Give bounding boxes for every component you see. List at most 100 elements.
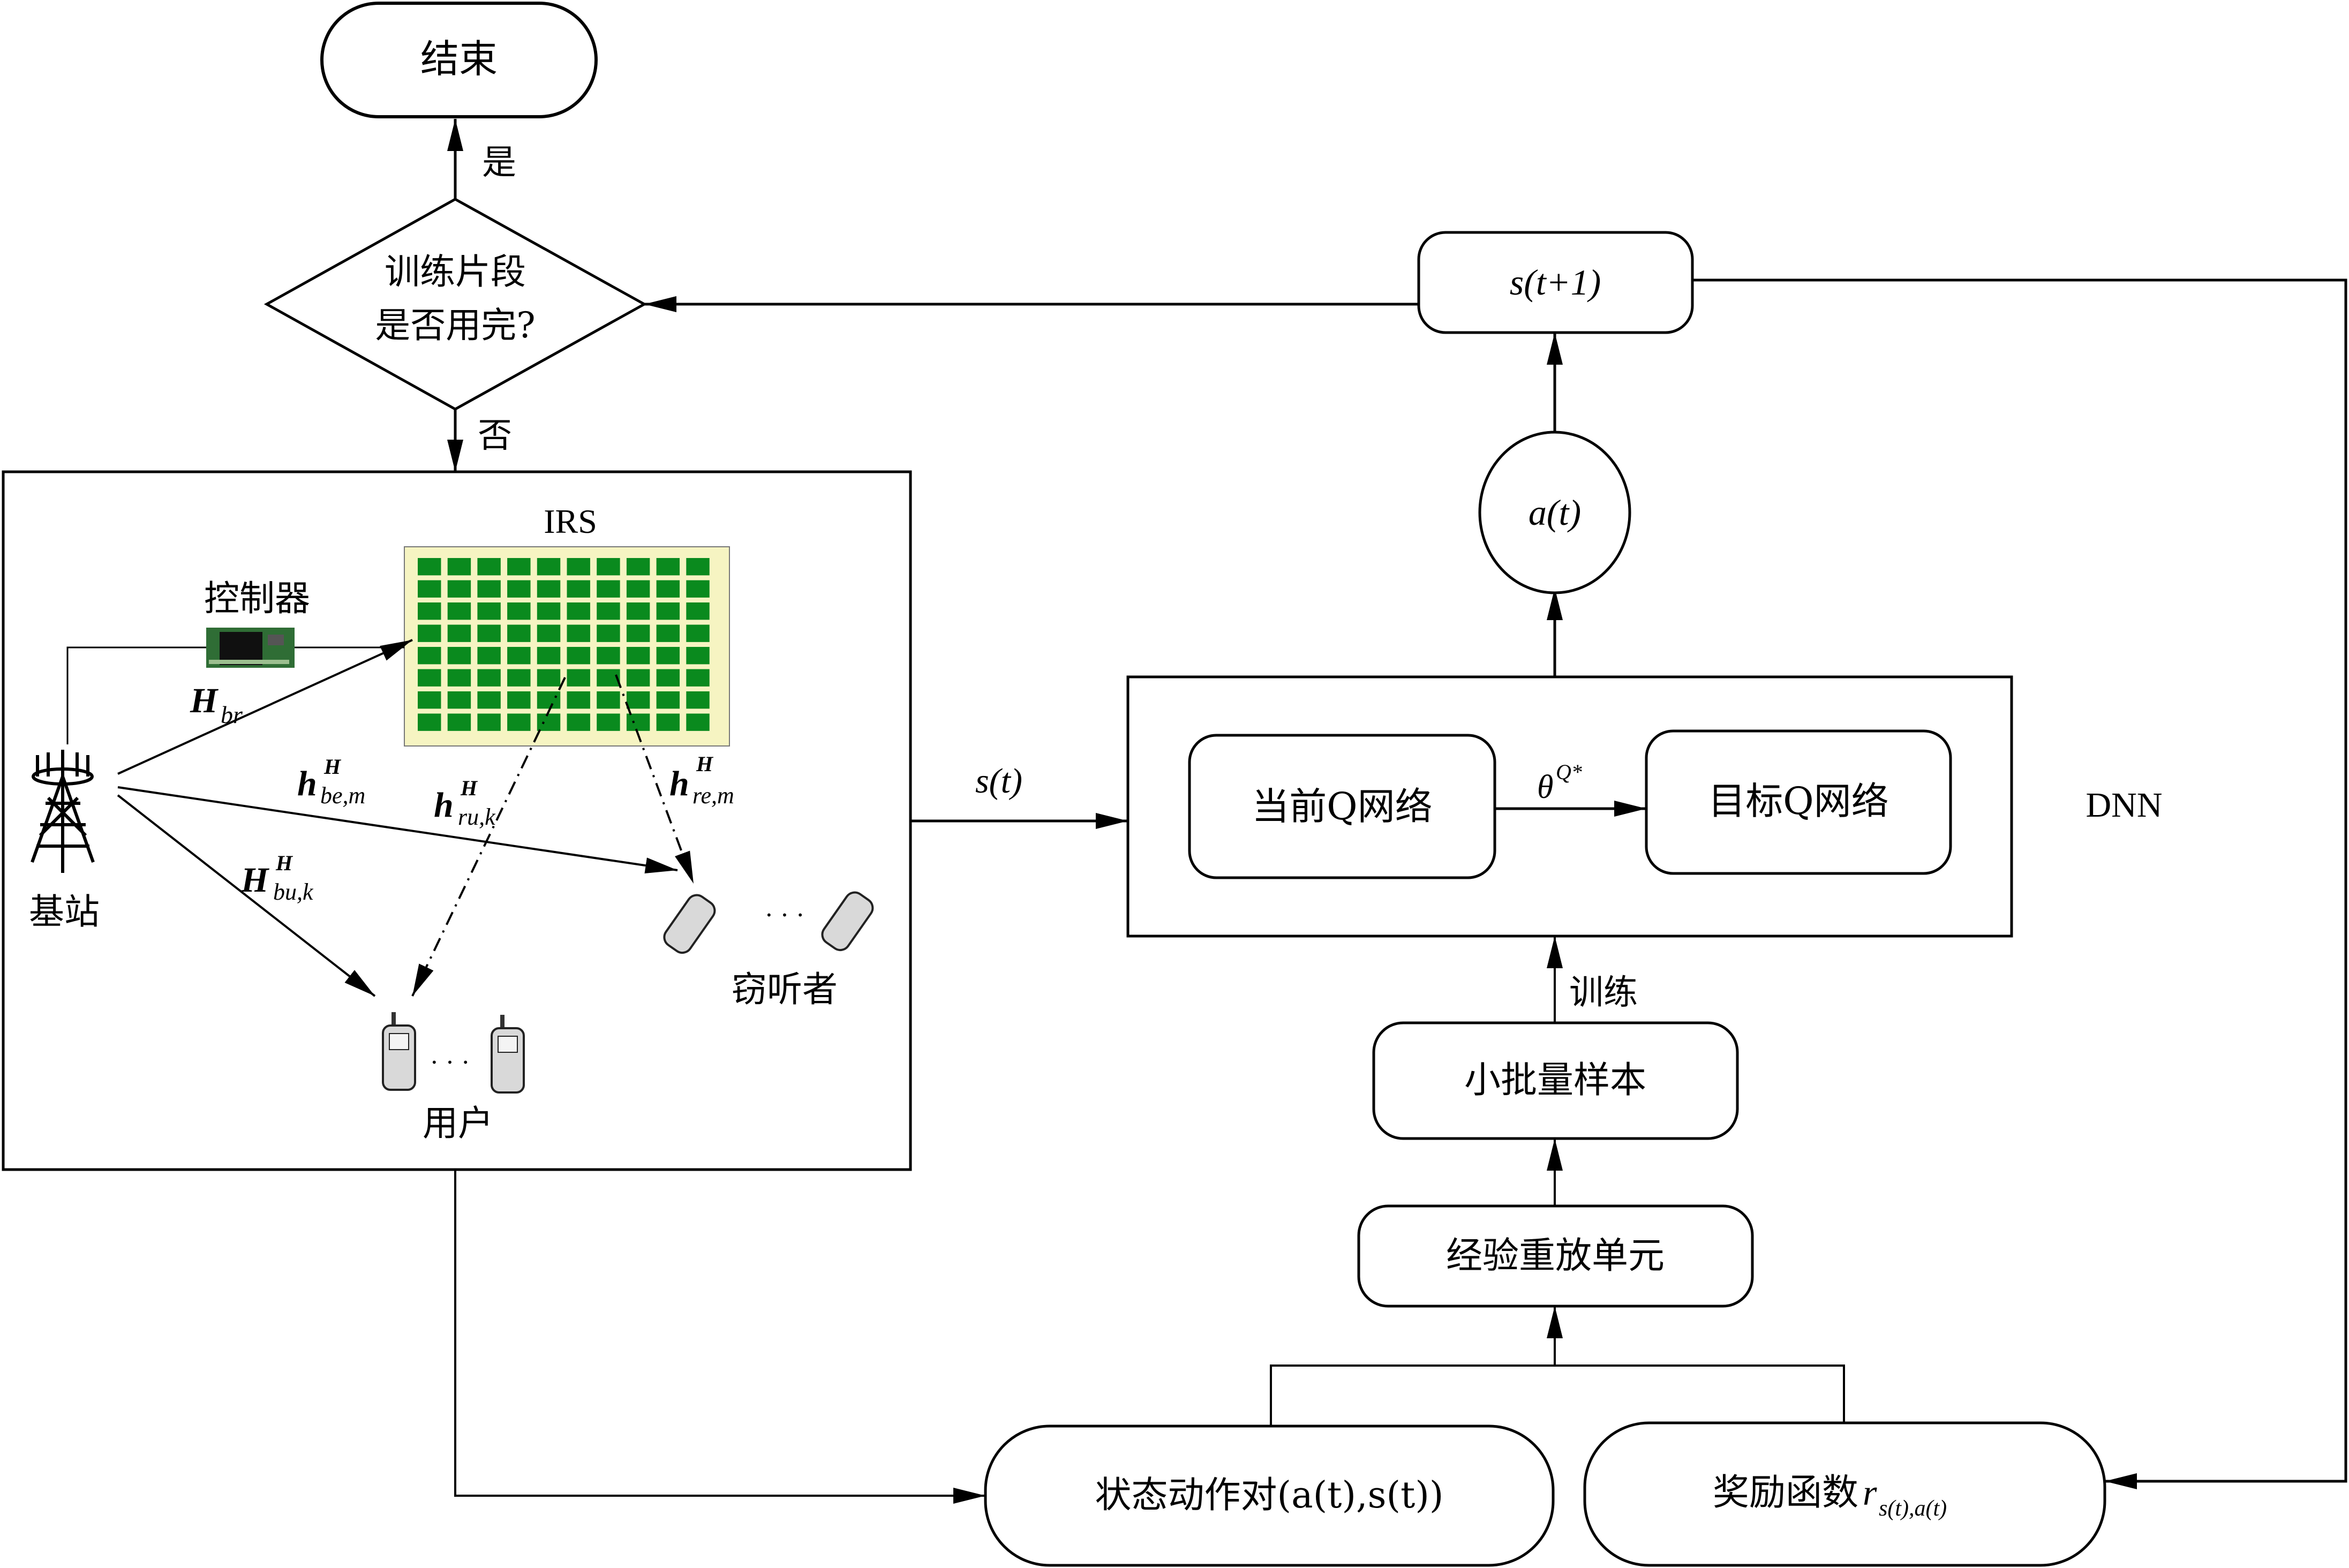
replay-buffer-label: 经验重放单元 — [1446, 1235, 1665, 1277]
eavesdropper-phone-icon — [821, 891, 874, 952]
irs-element — [537, 624, 561, 642]
irs-element — [447, 580, 471, 598]
channel-label-h-re: h re,m H — [669, 752, 734, 809]
irs-element — [626, 713, 650, 731]
action-label: a(t) — [1529, 492, 1581, 533]
irs-element — [537, 691, 561, 709]
irs-element — [477, 691, 501, 709]
irs-element — [597, 713, 620, 731]
eavesdroppers-ellipsis: · · · — [765, 900, 805, 930]
svg-text:ru,k: ru,k — [458, 804, 496, 830]
theta-q-label: θ Q* — [1537, 760, 1582, 805]
controller-label: 控制器 — [204, 578, 310, 619]
irs-element — [477, 647, 501, 665]
irs-element — [656, 558, 680, 576]
irs-element — [418, 558, 441, 576]
irs-element — [447, 713, 471, 731]
state-action-pair-label: 状态动作对(a(t),s(t)) — [1095, 1474, 1444, 1517]
users-label: 用户 — [423, 1103, 493, 1144]
irs-element — [656, 624, 680, 642]
svg-text:be,m: be,m — [320, 782, 365, 809]
svg-text:s(t),a(t): s(t),a(t) — [1879, 1496, 1947, 1521]
irs-element — [686, 669, 710, 687]
svg-text:H: H — [696, 752, 714, 776]
irs-element — [567, 691, 590, 709]
channel-arrow-bu — [117, 794, 376, 997]
merge-connector — [1270, 1365, 1845, 1426]
svg-text:h: h — [669, 764, 689, 803]
irs-element — [537, 602, 561, 620]
decision-diamond — [263, 198, 648, 411]
end-label: 结束 — [420, 36, 498, 81]
irs-element — [686, 602, 710, 620]
svg-text:h: h — [434, 786, 454, 825]
irs-element — [567, 647, 590, 665]
users-ellipsis: · · · — [430, 1047, 470, 1077]
irs-element — [626, 669, 650, 687]
irs-element — [418, 624, 441, 642]
irs-element — [477, 580, 501, 598]
next-state-to-reward-arrow — [1692, 278, 2347, 1489]
irs-element — [567, 669, 590, 687]
channel-arrow-be — [117, 786, 678, 874]
irs-element — [656, 647, 680, 665]
irs-label: IRS — [544, 502, 597, 540]
irs-element — [597, 691, 620, 709]
irs-element — [656, 602, 680, 620]
irs-element — [597, 558, 620, 576]
irs-element — [507, 602, 531, 620]
channel-arrow-br — [117, 639, 413, 775]
reward-function-label: 奖励函数 r s(t),a(t) — [1713, 1472, 1947, 1521]
irs-element — [418, 669, 441, 687]
svg-text:H: H — [190, 681, 219, 720]
channel-label-h-br: H br — [190, 681, 243, 728]
train-label: 训练 — [1569, 973, 1638, 1013]
current-q-network-box — [1188, 734, 1496, 879]
irs-element — [477, 602, 501, 620]
irs-element — [567, 713, 590, 731]
svg-text:bu,k: bu,k — [273, 879, 314, 905]
irs-element — [686, 558, 710, 576]
irs-element — [537, 580, 561, 598]
target-q-network-label: 目标Q网络 — [1708, 779, 1888, 823]
eavesdropper-phone-icon — [663, 894, 716, 954]
irs-element — [447, 669, 471, 687]
environment-to-state-action-arrow — [454, 1170, 985, 1504]
svg-text:h: h — [297, 764, 317, 803]
svg-text:r: r — [1863, 1472, 1877, 1513]
irs-element — [477, 624, 501, 642]
state-label: s(t) — [975, 762, 1022, 801]
irs-element — [656, 580, 680, 598]
irs-element — [626, 691, 650, 709]
controller-board-icon — [206, 628, 295, 668]
base-station-tower-icon — [31, 750, 95, 873]
irs-element — [686, 624, 710, 642]
irs-element — [567, 558, 590, 576]
channel-arrow-re — [615, 674, 695, 884]
irs-element — [626, 647, 650, 665]
irs-element — [567, 602, 590, 620]
minibatch-label: 小批量样本 — [1464, 1059, 1646, 1102]
channel-label-h-bu: H bu,k H — [240, 851, 314, 905]
irs-element — [507, 624, 531, 642]
irs-element — [656, 669, 680, 687]
svg-text:H: H — [275, 851, 293, 875]
svg-text:奖励函数: 奖励函数 — [1713, 1472, 1858, 1514]
base-station-label: 基站 — [29, 891, 100, 932]
eavesdroppers-label: 窃听者 — [732, 969, 838, 1010]
reward-function-box — [1583, 1421, 2106, 1567]
irs-element — [537, 713, 561, 731]
irs-element — [597, 602, 620, 620]
irs-element — [537, 669, 561, 687]
irs-element — [537, 647, 561, 665]
irs-element — [418, 713, 441, 731]
decision-text-line1: 训练片段 — [385, 251, 526, 292]
svg-text:re,m: re,m — [692, 782, 734, 809]
irs-element — [686, 580, 710, 598]
irs-element — [418, 602, 441, 620]
target-q-network-box — [1645, 729, 1952, 875]
svg-text:Q*: Q* — [1556, 760, 1582, 784]
dnn-label: DNN — [2086, 786, 2163, 825]
decision-text-line2: 是否用完? — [375, 305, 535, 346]
